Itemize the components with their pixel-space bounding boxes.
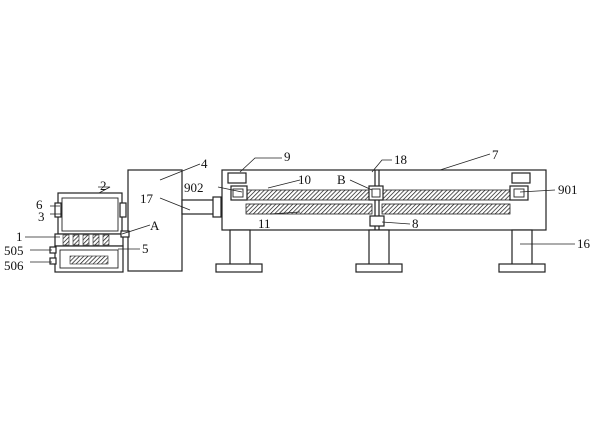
- foot-left: [215, 263, 263, 273]
- label-10: 10: [298, 172, 311, 187]
- leg-right: [511, 229, 533, 266]
- leg-left: [229, 229, 251, 266]
- label-6: 6: [36, 197, 43, 212]
- bearing-block-right-top: [511, 172, 531, 184]
- label-17: 17: [140, 191, 154, 206]
- leader-lines: [25, 153, 575, 263]
- roller-bottom-left: [245, 203, 373, 215]
- label-2: 2: [100, 178, 107, 193]
- label-8: 8: [412, 216, 419, 231]
- part-labels: 2 6 3 1 505 506 5 A 4 17 9 902 10 11 18 …: [4, 147, 591, 273]
- foot-right: [498, 263, 546, 273]
- foot-middle: [355, 263, 403, 273]
- label-16: 16: [577, 236, 591, 251]
- bearing-block-901: [509, 185, 529, 201]
- connector-a: [120, 230, 130, 238]
- lower-base-hatch: [69, 255, 109, 265]
- lower-base-inner: [59, 249, 119, 269]
- label-4: 4: [201, 156, 208, 171]
- housing-unit: [120, 169, 222, 272]
- label-1: 1: [16, 229, 23, 244]
- main-frame: [221, 169, 547, 231]
- coupling-b-inner: [371, 188, 381, 198]
- label-7: 7: [492, 147, 499, 162]
- upper-box: [57, 192, 123, 235]
- coupling-b: [368, 185, 384, 201]
- legs: [215, 229, 546, 273]
- label-902: 902: [184, 180, 204, 195]
- pipe: [181, 199, 215, 215]
- leg-middle: [368, 229, 390, 266]
- bearing-inner-902: [232, 188, 244, 198]
- left-unit: [49, 192, 127, 273]
- label-505: 505: [4, 243, 24, 258]
- roller-top-left: [245, 189, 373, 201]
- label-b: B: [337, 172, 346, 187]
- label-9: 9: [284, 149, 291, 164]
- label-11: 11: [258, 216, 271, 231]
- upper-box-inner: [61, 197, 119, 232]
- bearing-inner-901: [513, 188, 525, 198]
- label-a: A: [150, 218, 160, 233]
- side-tab-left: [54, 202, 62, 218]
- roller-bottom-right: [381, 203, 511, 215]
- pin-506: [49, 257, 57, 265]
- label-18: 18: [394, 152, 407, 167]
- bearing-block-9: [227, 172, 247, 184]
- pipe-flange: [212, 196, 222, 218]
- roller-top-right: [381, 189, 511, 201]
- label-5: 5: [142, 241, 149, 256]
- label-901: 901: [558, 182, 578, 197]
- label-506: 506: [4, 258, 24, 273]
- comb-teeth: [62, 234, 110, 246]
- block-8: [369, 215, 385, 227]
- label-3: 3: [38, 209, 45, 224]
- housing-box: [127, 169, 183, 272]
- side-tab-right: [119, 202, 127, 218]
